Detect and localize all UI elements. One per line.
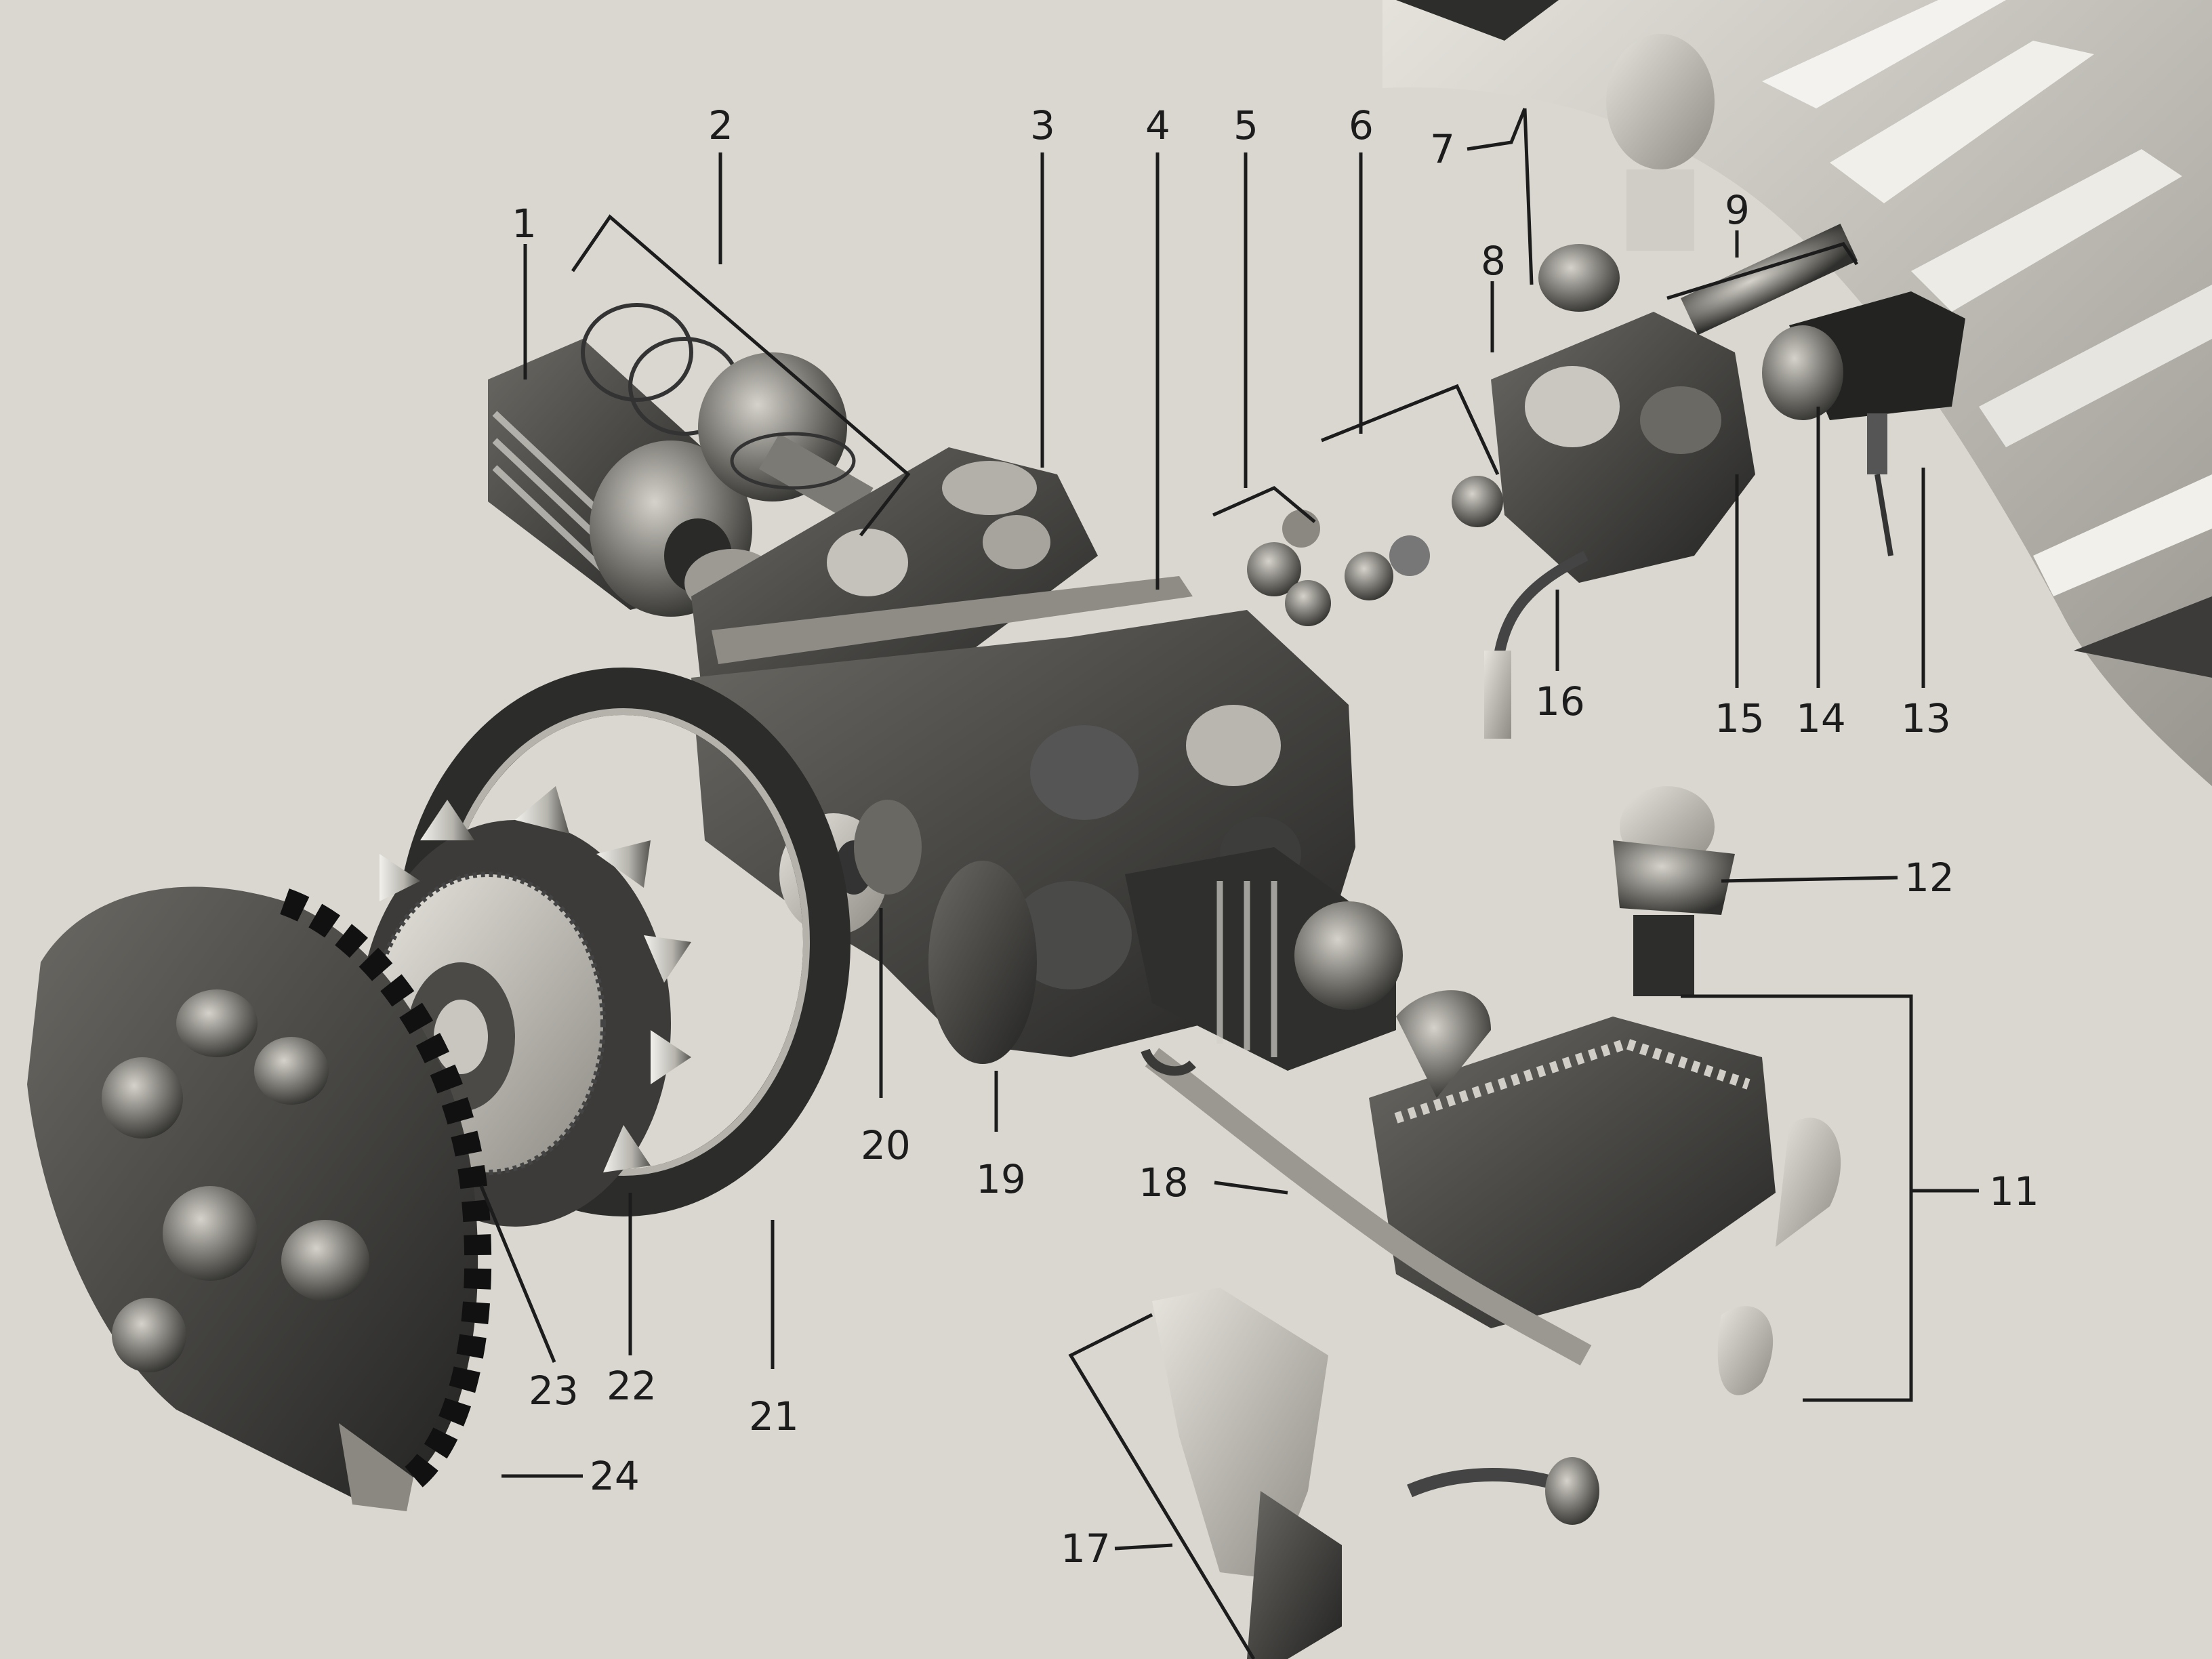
callout-4: 4 bbox=[1145, 102, 1170, 148]
engine-mount bbox=[1152, 1288, 1599, 1659]
carburetor bbox=[1613, 786, 1735, 996]
timing-and-pump-gears bbox=[1247, 476, 1503, 626]
callout-22: 22 bbox=[607, 1363, 657, 1409]
callout-5: 5 bbox=[1233, 102, 1258, 148]
oil-line bbox=[1141, 1048, 1592, 1366]
oil-sump-and-manifold bbox=[1369, 990, 1841, 1395]
callout-17: 17 bbox=[1061, 1525, 1111, 1572]
callout-6: 6 bbox=[1349, 102, 1374, 148]
cylinder-and-head bbox=[488, 339, 779, 617]
callout-9: 9 bbox=[1725, 187, 1750, 233]
cowling-illustration bbox=[1382, 0, 2212, 786]
main-crankcase bbox=[691, 610, 1403, 1071]
magneto-assembly bbox=[1538, 34, 1715, 312]
callout-1: 1 bbox=[512, 201, 537, 247]
callout-13: 13 bbox=[1901, 695, 1951, 741]
callout-19: 19 bbox=[976, 1156, 1026, 1202]
callout-18: 18 bbox=[1139, 1160, 1189, 1206]
callout-3: 3 bbox=[1030, 102, 1055, 148]
tachometer-cable bbox=[1484, 550, 1589, 739]
callout-23: 23 bbox=[529, 1368, 579, 1414]
callout-12: 12 bbox=[1904, 855, 1954, 901]
callout-2: 2 bbox=[708, 102, 733, 148]
callout-8: 8 bbox=[1481, 238, 1506, 284]
callout-21: 21 bbox=[749, 1393, 799, 1439]
front-shroud bbox=[27, 886, 492, 1511]
fuel-fitting bbox=[1867, 413, 1893, 556]
callout-11: 11 bbox=[1989, 1168, 2039, 1214]
callout-14: 14 bbox=[1796, 695, 1846, 741]
callout-24: 24 bbox=[590, 1453, 640, 1499]
callout-labels: 1 2 3 4 5 6 7 8 9 15 14 13 16 12 11 18 1… bbox=[512, 102, 2039, 1572]
callout-16: 16 bbox=[1535, 678, 1585, 724]
accessory-case bbox=[1491, 312, 1755, 583]
callout-7: 7 bbox=[1430, 126, 1455, 172]
leader-lines bbox=[479, 108, 1979, 1659]
callout-15: 15 bbox=[1715, 695, 1765, 741]
callout-20: 20 bbox=[861, 1122, 911, 1168]
